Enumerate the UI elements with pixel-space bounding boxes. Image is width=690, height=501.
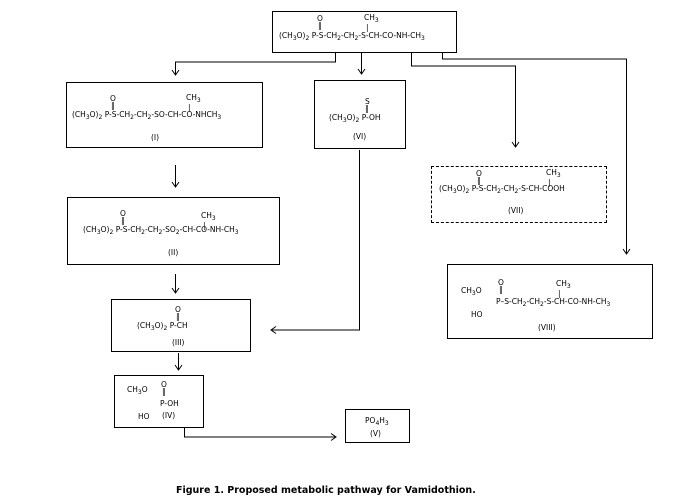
compound-III-formula: (CH3O)2 P-CH	[137, 321, 188, 332]
compound-VIII-label: (VIII)	[538, 323, 556, 332]
compound-VI-label: (VI)	[353, 132, 367, 141]
compound-IV-box: CH3O O‖ P-OH HO (IV)	[114, 375, 204, 428]
compound-IV-formula: P-OH	[160, 399, 179, 408]
compound-IV-top-group: CH3O	[127, 385, 148, 396]
compound-VII-label: (VII)	[508, 206, 524, 215]
arrowhead-IV-to-V	[330, 433, 337, 441]
arrow-parent-to-I	[175, 52, 336, 74]
p-double-bond-o: O‖	[317, 14, 323, 30]
arrowhead-I-to-II	[171, 181, 180, 188]
arrow-parent-to-VII	[411, 52, 516, 146]
figure-caption: Figure 1. Proposed metabolic pathway for…	[176, 485, 476, 496]
compound-VIII-box: CH3O O‖ CH3| P–S-CH2-CH2-S-CH-CO-NH-CH3 …	[447, 264, 653, 339]
arrowhead-III-to-IV	[174, 364, 183, 371]
compound-III-label: (III)	[172, 338, 185, 347]
arrowhead-parent-to-VI	[357, 68, 366, 75]
compound-VIII-formula: P–S-CH2-CH2-S-CH-CO-NH-CH3	[496, 297, 611, 308]
compound-IV-label: (IV)	[162, 411, 176, 420]
compound-VII-box: O‖ CH3| (CH3O)2 P-S-CH2-CH2-S-CH-COOH (V…	[431, 166, 607, 223]
compound-III-box: O‖ (CH3O)2 P-CH (III)	[111, 299, 251, 352]
ch3-branch: CH3|	[364, 13, 379, 32]
arrowhead-II-to-III	[171, 287, 180, 294]
p-double-bond-o: O‖	[175, 305, 181, 321]
compound-II-box: O‖ CH3| (CH3O)2 P-S-CH2-CH2-SO2-CH-CO-NH…	[67, 197, 280, 265]
compound-VIII-bottom-group: HO	[471, 310, 483, 319]
compound-I-box: O‖ CH3| (CH3O)2 P-S-CH2-CH2-SO-CH-CO-NHC…	[66, 82, 263, 148]
arrow-VI-to-III	[272, 150, 360, 331]
ch3-branch: CH3|	[201, 211, 216, 230]
compound-V-label: (V)	[370, 429, 381, 438]
compound-VI-box: S‖ (CH3O)2 P-OH (VI)	[314, 80, 406, 149]
p-double-bond-o: O‖	[120, 209, 126, 225]
p-double-bond-s: S‖	[365, 97, 370, 113]
compound-I-formula: (CH3O)2 P-S-CH2-CH2-SO-CH-CO-NHCH3	[72, 110, 222, 121]
arrowhead-parent-to-VIII	[622, 248, 631, 255]
ch3-branch: CH3|	[546, 168, 561, 187]
ch3-branch: CH3|	[556, 279, 571, 298]
arrow-parent-to-VIII	[442, 52, 627, 253]
p-double-bond-o: O‖	[161, 380, 167, 396]
compound-V-formula: PO4H3	[365, 416, 389, 427]
p-double-bond-o: O‖	[110, 94, 116, 110]
arrowhead-VI-to-III	[270, 326, 277, 334]
arrow-IV-to-V	[184, 427, 335, 438]
arrowhead-parent-to-VII	[511, 141, 520, 148]
ch3-branch: CH3|	[186, 93, 201, 112]
p-double-bond-o: O‖	[498, 278, 504, 294]
compound-parent-box: O‖ CH3| (CH3O)2 P-S-CH2-CH2-S-CH-CO-NH-C…	[272, 11, 457, 53]
compound-V-box: PO4H3 (V)	[345, 409, 410, 443]
compound-I-label: (I)	[151, 133, 160, 142]
compound-VIII-top-group: CH3O	[461, 286, 482, 297]
compound-II-label: (II)	[168, 248, 179, 257]
p-double-bond-o: O‖	[476, 169, 482, 185]
compound-IV-bottom-group: HO	[138, 412, 150, 421]
compound-parent-formula: (CH3O)2 P-S-CH2-CH2-S-CH-CO-NH-CH3	[279, 31, 425, 42]
arrowhead-parent-to-I	[171, 69, 180, 76]
compound-II-formula: (CH3O)2 P-S-CH2-CH2-SO2-CH-CO-NH-CH3	[83, 225, 239, 236]
compound-VI-formula: (CH3O)2 P-OH	[329, 113, 381, 124]
compound-VII-formula: (CH3O)2 P-S-CH2-CH2-S-CH-COOH	[439, 184, 565, 195]
